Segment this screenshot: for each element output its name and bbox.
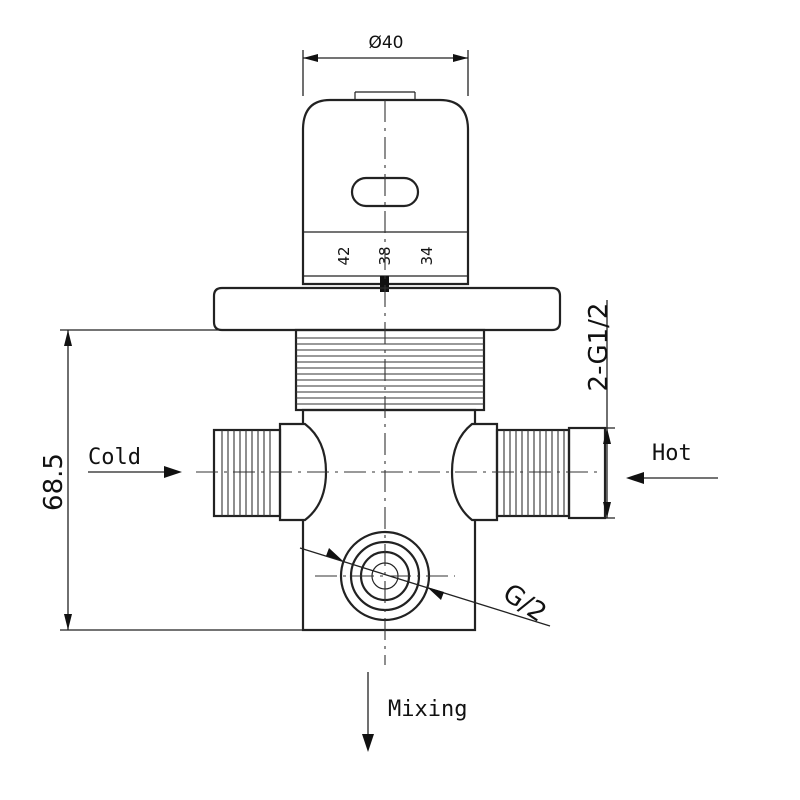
scale-label-34: 34 xyxy=(418,246,436,265)
cold-inlet-fitting xyxy=(212,422,328,522)
cold-flow-arrow xyxy=(88,466,182,478)
scale-label-42: 42 xyxy=(335,246,353,265)
height-dimension xyxy=(60,329,303,631)
valve-body xyxy=(301,408,477,632)
diameter-dimension xyxy=(302,50,469,96)
valve-handle xyxy=(301,91,470,292)
temperature-marker xyxy=(380,276,389,292)
outlet-thread-leader xyxy=(299,547,551,627)
cold-label: Cold xyxy=(88,445,141,470)
hot-label: Hot xyxy=(652,441,692,466)
hot-flow-arrow xyxy=(626,472,718,484)
diameter-label: Ø40 xyxy=(368,33,403,53)
mixing-label: Mixing xyxy=(388,697,467,722)
height-label: 68.5 xyxy=(39,453,69,511)
outlet-thread-label: G/2 xyxy=(497,578,551,628)
inlet-thread-label: 2-G1/2 xyxy=(584,303,614,392)
escutcheon-plate xyxy=(212,286,562,332)
threaded-section xyxy=(294,328,486,412)
inlet-thread-dimension xyxy=(569,300,615,519)
mixing-flow-arrow xyxy=(362,672,374,752)
